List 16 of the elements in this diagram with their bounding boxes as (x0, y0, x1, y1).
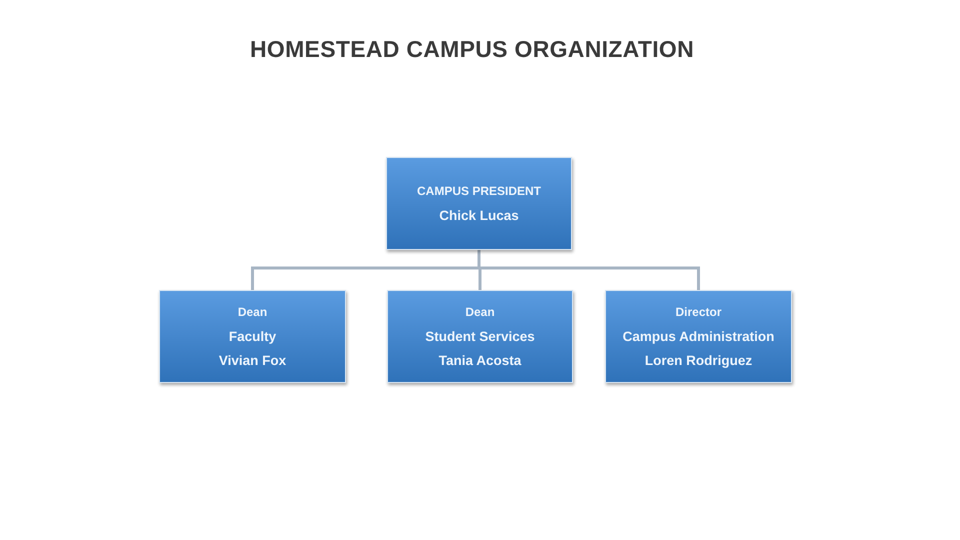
org-chart-box (159, 290, 346, 383)
person-name: Tania Acosta (438, 353, 522, 368)
person-name: Loren Rodriguez (644, 353, 752, 368)
role-title: Student Services (425, 329, 535, 344)
role-title: Dean (238, 305, 268, 320)
org-chart-box (386, 157, 572, 250)
person-name: Chick Lucas (439, 208, 519, 223)
role-title: Campus Administration (622, 329, 774, 344)
role-title: CAMPUS PRESIDENT (416, 184, 541, 199)
diagram-title: HOMESTEAD CAMPUS ORGANIZATION (250, 36, 694, 63)
person-name: Vivian Fox (218, 353, 286, 368)
role-title: Director (675, 305, 722, 320)
role-title: Dean (465, 305, 495, 320)
org-chart-box (605, 290, 792, 383)
org-chart-box (387, 290, 573, 383)
role-title: Faculty (228, 329, 276, 344)
